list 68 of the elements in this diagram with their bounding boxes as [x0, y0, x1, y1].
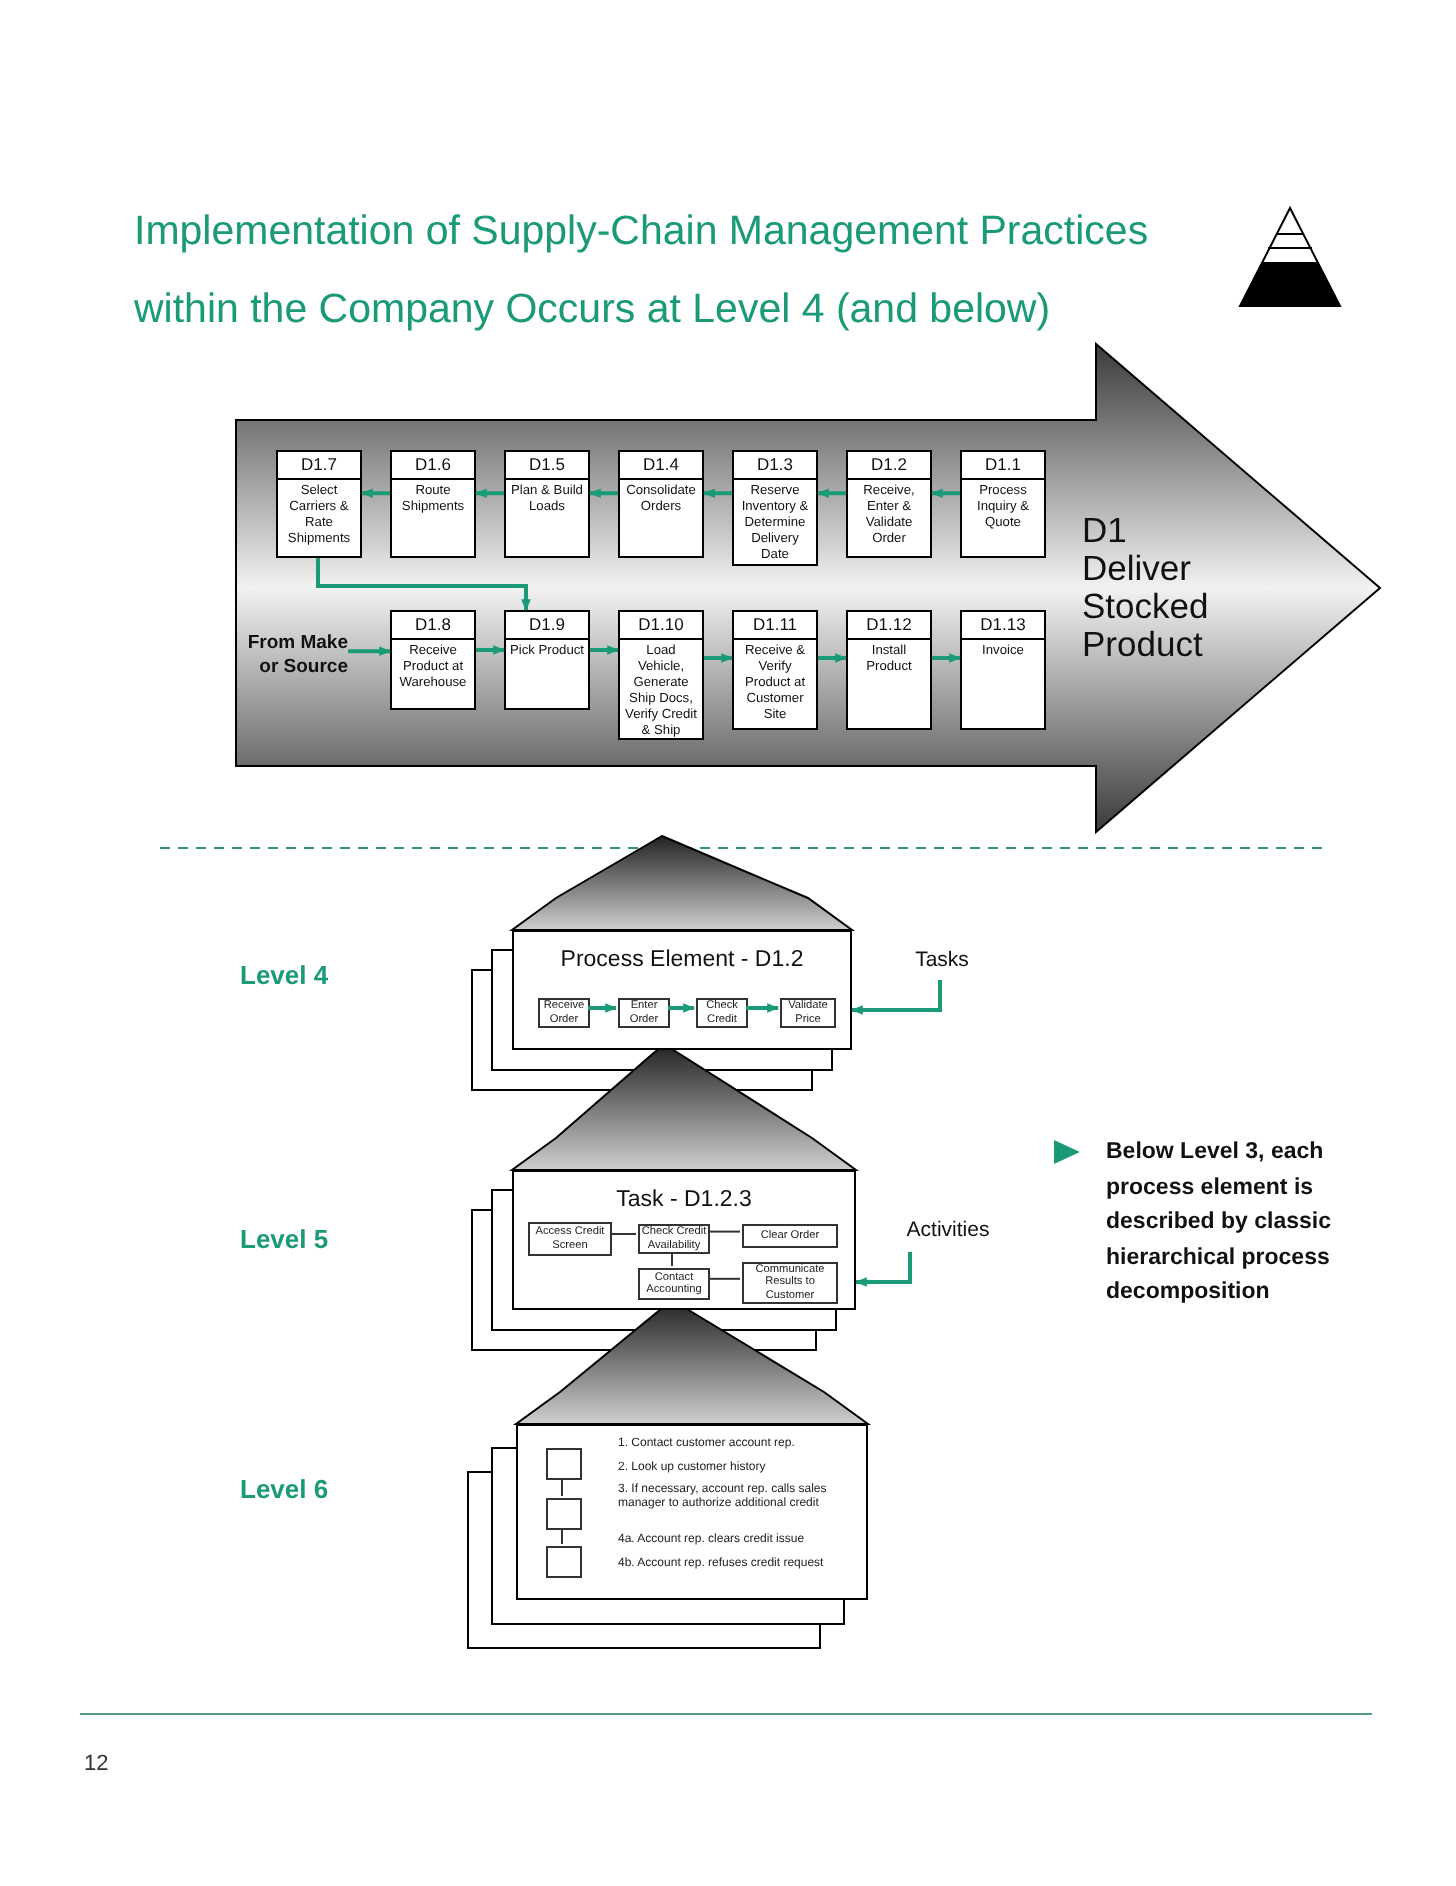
arrow: [816, 488, 846, 498]
arrow: [746, 1003, 780, 1013]
level-label: Level 5: [240, 1224, 329, 1254]
process-title: D1 Deliver Stocked Product: [1082, 512, 1211, 664]
process-box: [504, 450, 590, 558]
step-box: [546, 1498, 582, 1530]
callout-label: Activities: [892, 1218, 1004, 1252]
arrow: [348, 646, 392, 656]
arrow: [704, 653, 734, 663]
process-box: [846, 610, 932, 730]
connector-line: [707, 1277, 741, 1280]
process-id: D1.5: [506, 452, 588, 480]
arrow: [590, 645, 620, 655]
process-id: D1.12: [848, 612, 930, 640]
level-label: Level 6: [240, 1474, 329, 1504]
arrow: [588, 488, 618, 498]
page-number: 12: [84, 1752, 109, 1776]
connector-line: [671, 1251, 673, 1267]
process-box: [618, 450, 704, 558]
process-box: [618, 610, 704, 740]
arrow: [818, 653, 848, 663]
arrow: [316, 558, 531, 612]
process-id: D1.10: [620, 612, 702, 640]
process-id: D1.3: [734, 452, 816, 480]
connector-line: [707, 1230, 741, 1233]
process-box: [846, 450, 932, 558]
arrow: [476, 645, 506, 655]
process-box: [732, 450, 818, 566]
step-box: [546, 1448, 582, 1480]
connector-line: [561, 1527, 563, 1545]
level-label: Level 4: [240, 960, 329, 990]
arrow: [702, 488, 732, 498]
process-box: [390, 610, 476, 710]
connector-line: [561, 1477, 563, 1497]
card-title: Task - D1.2.3: [614, 1188, 754, 1212]
arrow: [932, 653, 962, 663]
arrow: [588, 1003, 618, 1013]
step-box: [546, 1546, 582, 1578]
card-title: Process Element - D1.2: [558, 948, 806, 972]
page-title: Implementation of Supply-Chain Management Practices within the Company Occurs at Level 4 (and below): [134, 206, 1151, 336]
arrow: [930, 488, 960, 498]
process-box: [390, 450, 476, 558]
arrow: [668, 1003, 696, 1013]
connector-line: [609, 1233, 637, 1235]
process-id: D1.4: [620, 452, 702, 480]
process-id: D1.7: [278, 452, 360, 480]
process-id: D1.11: [734, 612, 816, 640]
process-box: [732, 610, 818, 730]
process-box: [504, 610, 590, 710]
arrow: [474, 488, 504, 498]
process-box: [960, 610, 1046, 730]
process-id: D1.1: [962, 452, 1044, 480]
process-id: D1.6: [392, 452, 474, 480]
process-card: [516, 1424, 868, 1600]
process-id: D1.13: [962, 612, 1044, 640]
process-card: [512, 930, 852, 1050]
process-id: D1.9: [506, 612, 588, 640]
arrow: [850, 980, 942, 1015]
note-text: Below Level 3, each process element is described by classic hierarchical process decomposition: [1106, 1138, 1334, 1308]
process-card: [512, 1170, 856, 1310]
process-id: D1.2: [848, 452, 930, 480]
process-box: [276, 450, 362, 558]
callout-label: Tasks: [900, 948, 984, 980]
arrow: [854, 1252, 912, 1287]
process-id: D1.8: [392, 612, 474, 640]
process-box: [960, 450, 1046, 558]
source-label: From Make or Source: [232, 632, 348, 680]
arrow: [360, 488, 390, 498]
